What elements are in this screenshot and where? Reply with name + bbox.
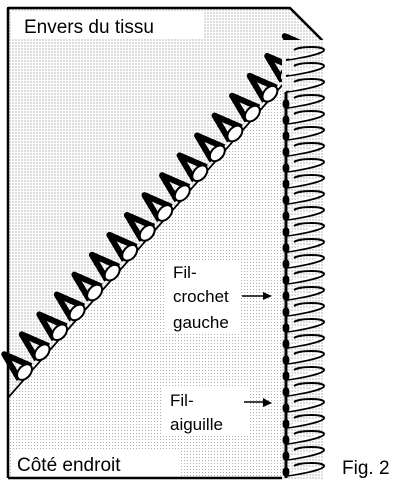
needle-knot (283, 179, 290, 189)
wrong-side-label: Envers du tissu (24, 17, 154, 38)
needle-thread-label-line1: Fil- (170, 391, 194, 410)
needle-knot (283, 195, 290, 205)
needle-knot (283, 227, 290, 237)
needle-knot (283, 387, 290, 397)
needle-knot (283, 115, 290, 125)
needle-knot (283, 243, 290, 253)
needle-knot (283, 259, 290, 269)
vertical-seam (282, 40, 324, 480)
needle-knot (283, 339, 290, 349)
needle-knot (283, 323, 290, 333)
needle-knot (283, 147, 290, 157)
needle-knot (283, 131, 290, 141)
looper-thread-label-line3: gauche (173, 313, 229, 332)
needle-knot (283, 275, 290, 285)
needle-knot (283, 163, 290, 173)
needle-thread-label-line2: aiguille (170, 415, 223, 434)
needle-knot (283, 419, 290, 429)
needle-knot (283, 371, 290, 381)
looper-thread-label-line2: crochet (173, 287, 229, 306)
right-side-label: Côté endroit (17, 455, 121, 476)
needle-knot (283, 451, 290, 461)
needle-knot (283, 403, 290, 413)
needle-knot (283, 99, 290, 109)
figure-number: Fig. 2 (342, 458, 390, 479)
needle-knot (283, 467, 290, 477)
needle-knot (283, 307, 290, 317)
needle-knot (283, 291, 290, 301)
needle-knot (283, 355, 290, 365)
looper-thread-label-line1: Fil- (173, 263, 197, 282)
needle-knot (283, 435, 290, 445)
needle-knot (283, 211, 290, 221)
